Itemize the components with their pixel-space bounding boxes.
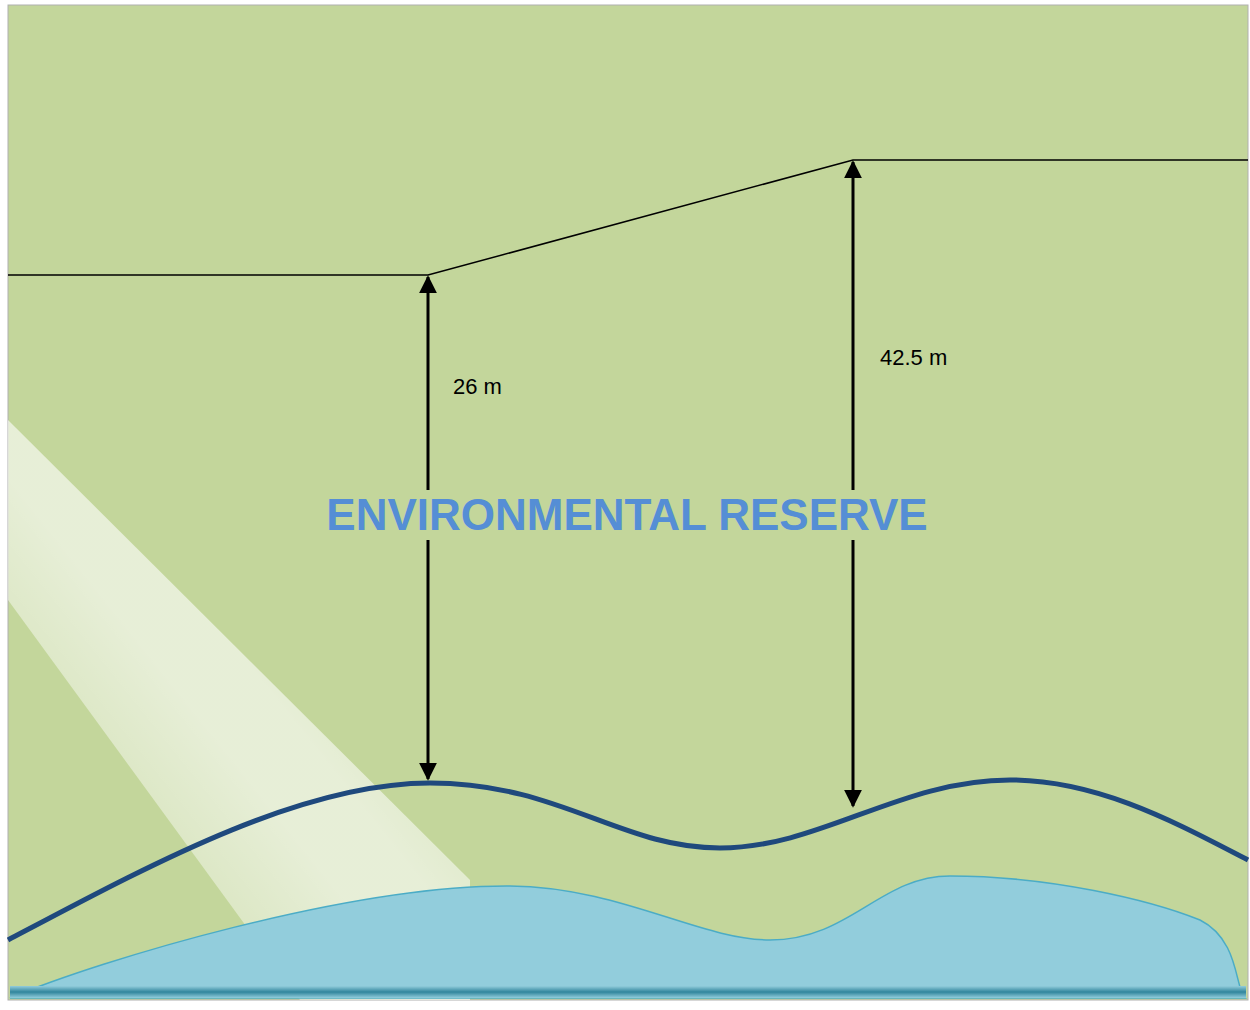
watermark-label: ENVIRONMENTAL RESERVE <box>320 490 933 540</box>
water-body <box>10 876 1245 998</box>
dimension-arrow <box>852 162 855 806</box>
ground <box>8 5 1248 1000</box>
dimension-label: 26 m <box>453 374 502 400</box>
bank-line <box>8 780 1248 940</box>
dimension-label: 42.5 m <box>880 345 947 371</box>
reserve-boundary <box>8 160 1248 275</box>
water-band <box>10 986 1246 998</box>
